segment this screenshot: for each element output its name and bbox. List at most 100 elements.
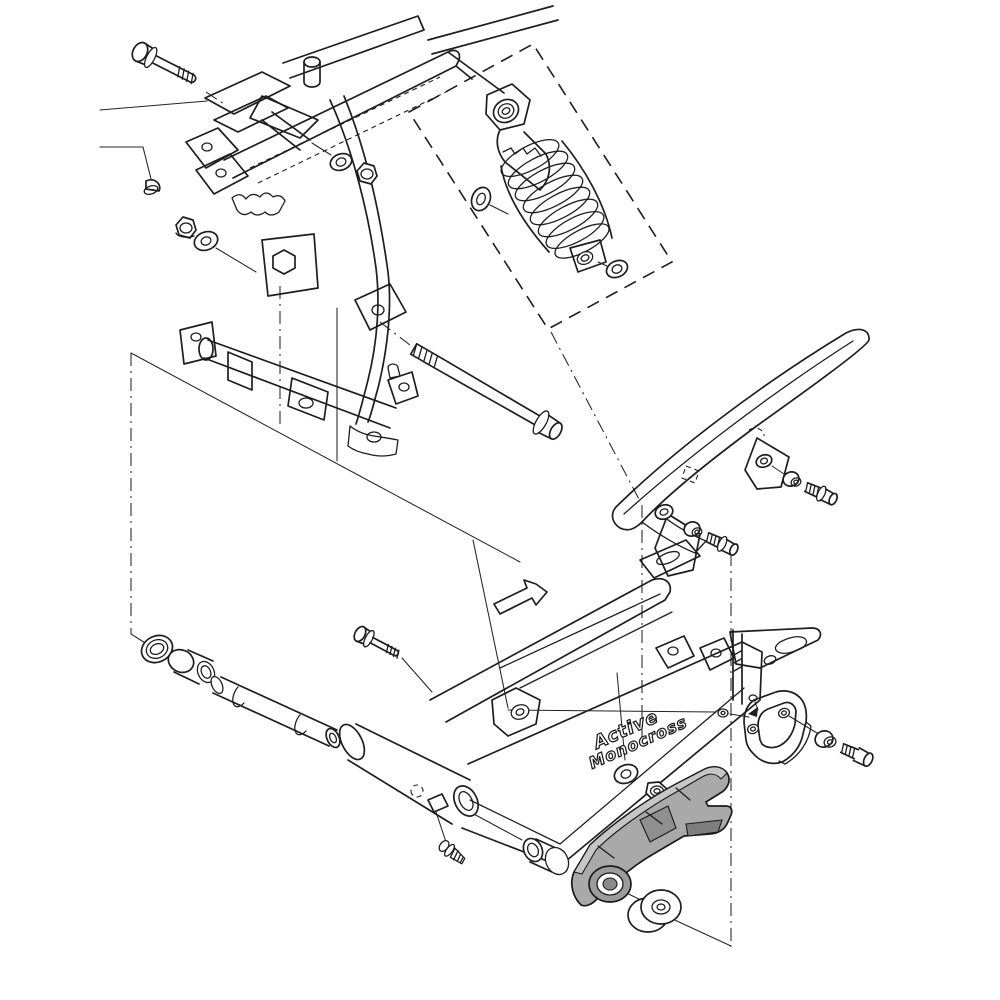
bolt-shank xyxy=(803,481,823,499)
frame-gusset xyxy=(249,95,319,139)
shock-lower-clevis xyxy=(569,239,607,273)
bolt-shank xyxy=(151,54,197,84)
leader-end-bushing xyxy=(469,811,523,841)
guard-hidden-hole xyxy=(681,465,700,484)
bolt-head-cap xyxy=(548,421,563,441)
washer-hole xyxy=(620,769,632,779)
leader-frame-bolt xyxy=(205,91,225,105)
spring-coil xyxy=(514,162,576,202)
swingarm xyxy=(338,539,822,867)
arm-near-outline xyxy=(461,641,763,867)
frame-beam-hidden-lines xyxy=(249,76,447,184)
panel-diagonal xyxy=(130,352,521,563)
plug-base xyxy=(143,184,159,196)
guard-blade xyxy=(615,328,870,523)
frame-casting-squiggle xyxy=(231,192,286,216)
pivot-inner-tube xyxy=(210,675,341,749)
guard-tab-rear xyxy=(744,437,790,490)
guard-rear-leader xyxy=(771,465,785,475)
frame-flange-bolt xyxy=(131,41,197,85)
slider-top-face xyxy=(573,766,728,875)
slider-facet-lines xyxy=(597,787,691,859)
upper-bracket xyxy=(639,539,701,579)
seal-mid xyxy=(145,638,169,660)
guide-roller xyxy=(627,889,682,933)
bushing-bore xyxy=(200,665,212,679)
end-bracket-slot xyxy=(774,636,808,654)
frame-top-tube xyxy=(282,15,425,79)
arm-washer xyxy=(613,763,639,785)
bolt-shank xyxy=(409,342,542,427)
bracket-inner-hole xyxy=(757,701,797,749)
pivot-tube-left-cap xyxy=(338,723,366,761)
tube-seams xyxy=(232,686,307,736)
washer-outer xyxy=(193,230,219,252)
bushing-bore xyxy=(526,842,540,858)
bushing-body xyxy=(173,649,214,685)
roller-face xyxy=(640,889,682,925)
shock-upper-washer xyxy=(470,186,509,215)
bolt-head-cap xyxy=(828,492,839,506)
bushing-flange xyxy=(544,846,570,876)
bolt-threads xyxy=(705,532,721,548)
screw-washer xyxy=(443,843,456,857)
hidden-hole xyxy=(410,784,424,798)
guard-collar-rear xyxy=(782,471,802,487)
bolt-threads xyxy=(840,743,856,759)
washer-hole xyxy=(611,264,623,274)
pivot-tube-bore xyxy=(452,785,480,817)
end-bushing xyxy=(522,837,570,876)
arm-small-ring xyxy=(717,708,729,718)
swingarm-logo: Active Monocross xyxy=(585,706,691,773)
bolt-shank xyxy=(369,636,400,657)
frame-nut-right xyxy=(356,162,378,185)
bracket-depth xyxy=(778,721,812,765)
spring-silhouette xyxy=(500,140,613,253)
frame-rear-tube xyxy=(261,111,311,151)
collar-face xyxy=(823,736,837,748)
guard-grommet-rear-hole xyxy=(759,457,769,465)
guard-bolt-rear xyxy=(803,481,839,506)
lug-hole xyxy=(515,708,525,716)
shock-lower-eye-hole xyxy=(580,254,590,262)
guard-front-leader xyxy=(671,516,686,526)
pivot-tube-body xyxy=(347,723,471,825)
frame-left-plate-hole xyxy=(190,332,202,342)
lug-boss xyxy=(510,704,530,720)
bracket-ear-hole-left-inner xyxy=(749,726,757,732)
end-bracket xyxy=(729,627,822,669)
frame-cross-tube-end xyxy=(198,337,214,361)
bolt-flange xyxy=(362,629,375,648)
slider-web xyxy=(639,805,677,843)
guard-left-tip xyxy=(611,506,643,531)
bolt-shank xyxy=(704,531,724,549)
leader-washer-right xyxy=(311,142,332,156)
slider-eye-hole xyxy=(602,877,618,891)
guard-collar-front xyxy=(683,521,703,537)
frame-mount-lower xyxy=(387,371,419,405)
frame-beam-extension xyxy=(447,51,505,94)
frame-lock-nut xyxy=(175,216,197,239)
washer-outer xyxy=(605,259,629,279)
arm-far-tube xyxy=(429,577,672,723)
arm-end-tube xyxy=(732,629,743,705)
leader-roller-end xyxy=(665,915,732,947)
frame-clamp-boss xyxy=(298,397,314,409)
leader-washer-left xyxy=(215,247,257,273)
leader-pivot-bolt xyxy=(379,321,411,346)
washer-hole xyxy=(476,192,486,206)
frame-section xyxy=(179,5,559,457)
seal-hole xyxy=(149,642,165,656)
guard-grommet-front-hole xyxy=(659,508,669,516)
leader-nut-stack xyxy=(616,672,626,761)
bolt-threads xyxy=(177,65,194,85)
brace-arrow-cutout xyxy=(493,579,548,615)
washer-leader xyxy=(489,204,509,215)
frame-mount-upper xyxy=(354,283,407,331)
guard-grommet-rear xyxy=(755,453,773,469)
frame-lug-2-hole xyxy=(215,168,227,178)
frame-washer-right xyxy=(329,152,353,172)
upper-bracket-slot xyxy=(656,550,680,566)
